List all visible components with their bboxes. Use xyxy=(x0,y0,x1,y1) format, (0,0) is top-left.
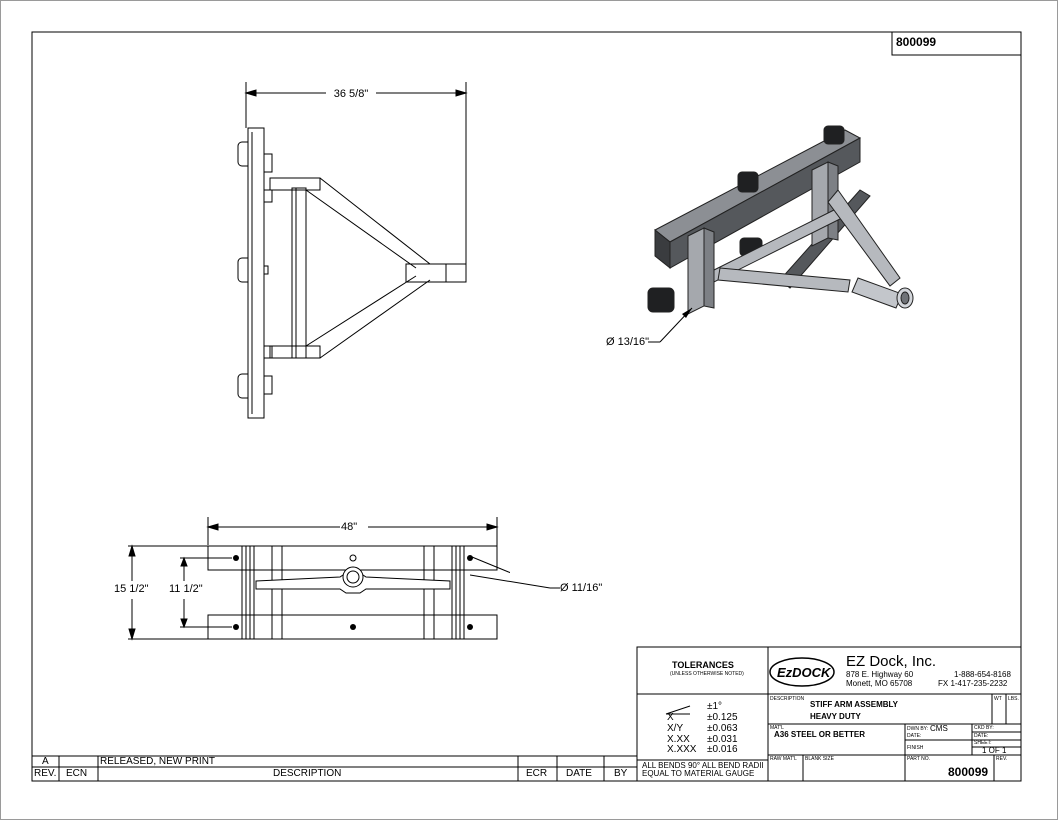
top-view: 36 5/8" xyxy=(237,82,468,419)
description-line-2: HEAVY DUTY xyxy=(810,712,861,721)
company-address-2: Monett, MO 65708 xyxy=(846,679,913,688)
tolerance-xx: ±0.031 xyxy=(707,734,738,745)
tolerance-x: ±0.125 xyxy=(707,712,738,723)
top-view-width-dimension: 36 5/8" xyxy=(334,88,369,100)
tolerance-label-xxx: X.XX xyxy=(667,734,690,745)
rev-header-by: BY xyxy=(614,768,628,779)
sheet-label: SHEET: xyxy=(974,740,992,746)
tolerances-subtitle: (UNLESS OTHERWISE NOTED) xyxy=(670,671,744,677)
drawn-by-label: DWN BY: xyxy=(907,726,929,732)
front-leader xyxy=(470,574,560,589)
description-label: DESCRIPTION xyxy=(770,696,805,702)
material-value: A36 STEEL OR BETTER xyxy=(774,730,865,739)
front-height-inner-dimension: 11 1/2" xyxy=(169,583,203,595)
front-width-dimension: 48" xyxy=(341,521,358,533)
tolerance-label-xy: X/Y xyxy=(667,723,684,734)
tolerance-label-xxxx: X.XXX xyxy=(667,744,697,755)
part-no-value: 800099 xyxy=(948,765,989,779)
drawn-date-label: DATE: xyxy=(907,733,922,739)
checked-date-label: DATE: xyxy=(974,733,989,739)
rev-header-description: DESCRIPTION xyxy=(273,768,342,779)
company-address-1: 878 E. Highway 60 xyxy=(846,670,914,679)
front-height-outer-dimension: 15 1/2" xyxy=(114,583,149,595)
raw-material-label: RAW MAT'L xyxy=(770,756,797,762)
lbs-label: LBS. xyxy=(1008,696,1019,702)
bends-note-2: EQUAL TO MATERIAL GAUGE xyxy=(642,769,755,778)
rev-label-title-block: REV. xyxy=(996,756,1008,762)
checked-by-label: CKD BY: xyxy=(974,725,994,731)
front-view xyxy=(128,517,510,641)
finish-label: FINISH xyxy=(907,745,924,751)
company-name: EZ Dock, Inc. xyxy=(846,653,937,670)
front-hole-callout: Ø 11/16" xyxy=(560,582,603,594)
tolerance-label-x: X xyxy=(667,712,674,723)
tolerance-xxx: ±0.016 xyxy=(707,744,738,755)
tolerance-xy: ±0.063 xyxy=(707,723,738,734)
rev-header-ecn: ECN xyxy=(66,768,88,779)
tolerance-angle: ±1° xyxy=(707,701,723,712)
company-fax: FX 1-417-235-2232 xyxy=(938,679,1008,688)
part-number-header: 800099 xyxy=(896,35,937,49)
rev-row-description: RELEASED, NEW PRINT xyxy=(100,756,216,767)
rev-row-rev: A xyxy=(42,756,49,767)
material-label: MAT'L xyxy=(770,725,784,731)
company-phone: 1-888-654-8168 xyxy=(954,670,1011,679)
isometric-view xyxy=(647,125,914,343)
company-logo: EzDOCK xyxy=(777,665,831,680)
drawn-by-value: CMS xyxy=(930,724,948,733)
bends-note-1: ALL BENDS 90° ALL BEND RADII xyxy=(642,761,764,770)
rev-header-ecr: ECR xyxy=(526,768,548,779)
tolerances-title: TOLERANCES xyxy=(672,660,734,670)
description-line-1: STIFF ARM ASSEMBLY xyxy=(810,700,899,709)
blank-size-label: BLANK SIZE xyxy=(805,756,834,762)
weight-label: WT xyxy=(994,696,1002,702)
iso-hole-callout: Ø 13/16" xyxy=(606,336,650,348)
part-no-label: PART NO. xyxy=(907,756,931,762)
sheet-value: 1 OF 1 xyxy=(982,746,1007,755)
rev-header-date: DATE xyxy=(566,768,592,779)
rev-header-rev: REV. xyxy=(34,768,57,779)
